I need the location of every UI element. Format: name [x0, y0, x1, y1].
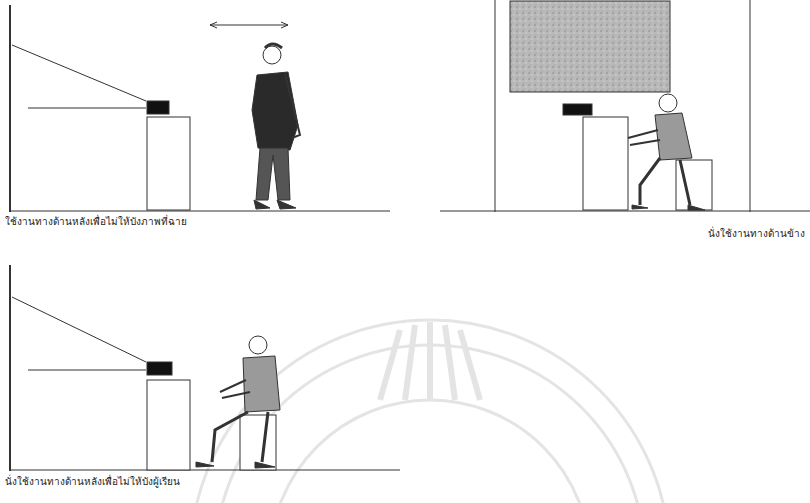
- caption: นั่งใช้งานทางด้านหลังเพื่อไม่ให้บังผู้เร…: [5, 476, 180, 488]
- panel-side: [440, 0, 810, 212]
- panel-standing: [10, 5, 390, 212]
- watermark: [190, 320, 670, 503]
- caption: นั่งใช้งานทางด้านข้าง: [708, 228, 805, 240]
- panel-seated: [10, 265, 400, 471]
- caption: ใช้งานทางด้านหลังเพื่อไม่ให้บังภาพที่ฉาย: [5, 216, 187, 228]
